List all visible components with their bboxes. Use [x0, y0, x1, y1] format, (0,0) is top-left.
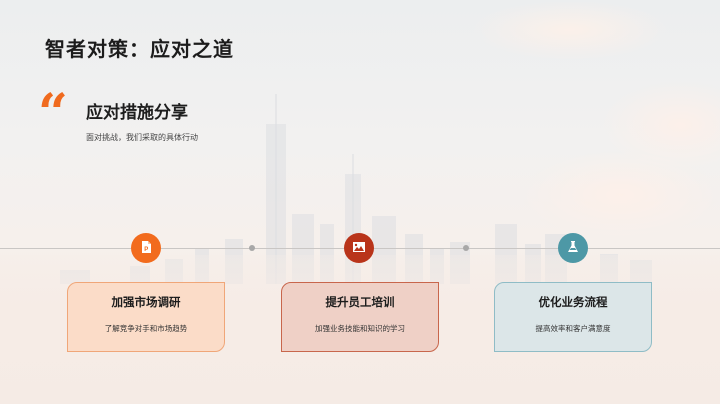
measure-card-1: 加强市场调研 了解竞争对手和市场趋势 — [67, 282, 225, 352]
flask-icon — [566, 239, 580, 258]
image-icon — [352, 239, 366, 258]
card-title: 提升员工培训 — [325, 295, 395, 309]
card-description: 加强业务技能和知识的学习 — [315, 324, 405, 333]
timeline-node-1: P — [131, 233, 161, 263]
measure-card-3: 优化业务流程 提高效率和客户满意度 — [494, 282, 652, 352]
section-subtitle: 面对挑战，我们采取的具体行动 — [86, 133, 198, 142]
card-title: 加强市场调研 — [111, 295, 181, 309]
quote-icon: “ — [38, 83, 68, 144]
timeline-node-3 — [558, 233, 588, 263]
card-description: 了解竞争对手和市场趋势 — [104, 324, 188, 333]
file-ppt-icon: P — [139, 239, 153, 258]
measure-card-2: 提升员工培训 加强业务技能和知识的学习 — [281, 282, 439, 352]
timeline-dot — [463, 245, 469, 251]
card-description: 提高效率和客户满意度 — [535, 324, 611, 333]
section-title: 应对措施分享 — [86, 103, 188, 123]
timeline-node-2 — [344, 233, 374, 263]
slide-title: 智者对策：应对之道 — [45, 37, 234, 61]
svg-text:P: P — [144, 247, 148, 253]
timeline-dot — [249, 245, 255, 251]
card-title: 优化业务流程 — [538, 295, 608, 309]
